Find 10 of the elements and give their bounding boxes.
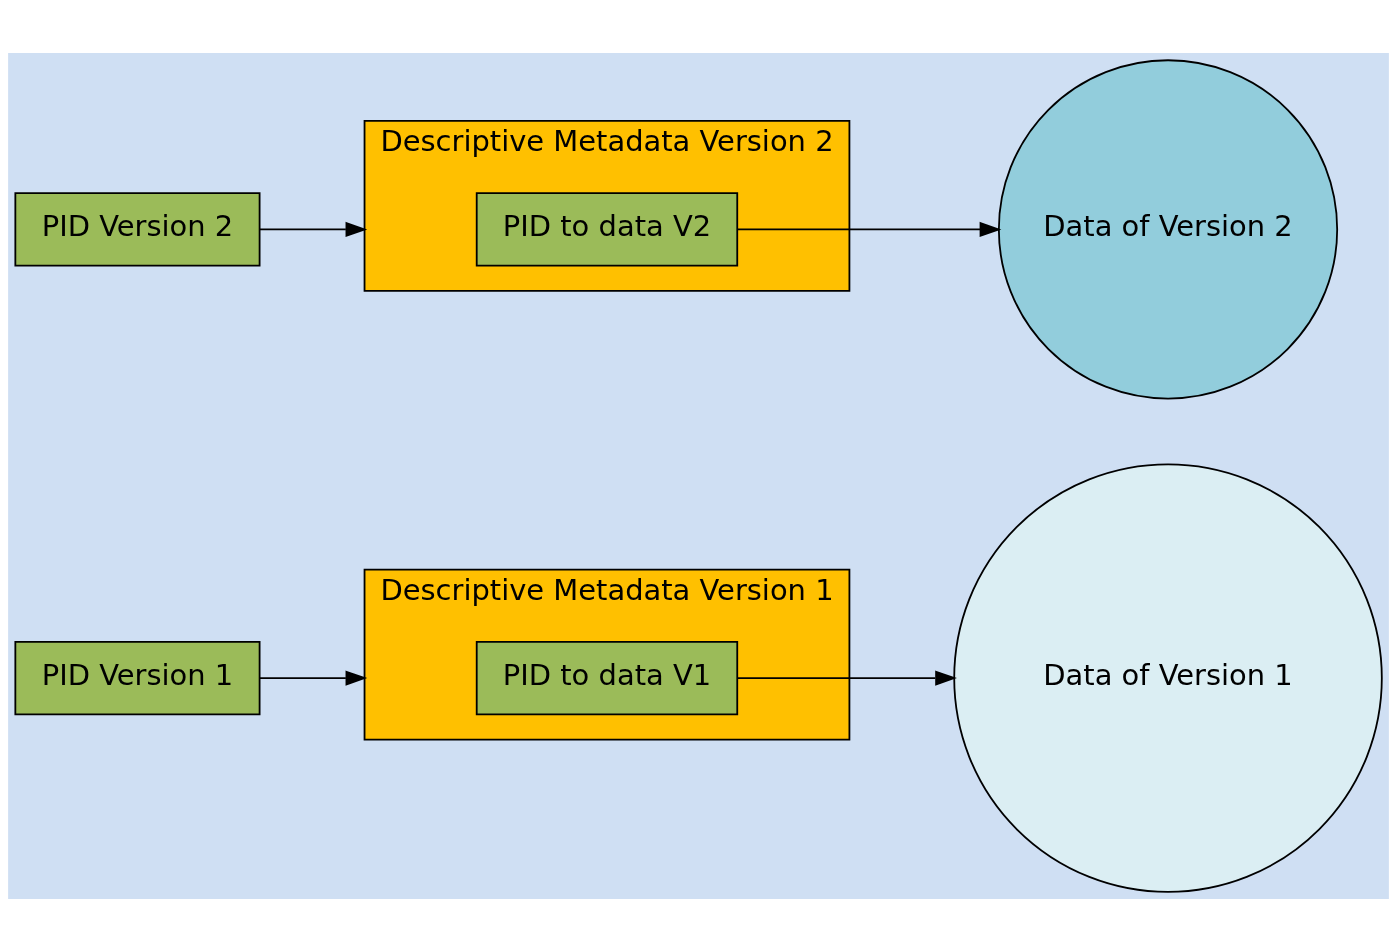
arrow	[736, 670, 957, 686]
node-box: PID to data V2	[475, 191, 739, 266]
node-box: PID Version 1	[14, 640, 261, 715]
arrow	[258, 670, 368, 686]
node-box: PID Version 2	[14, 191, 261, 266]
node-circle: Data of Version 1	[953, 462, 1383, 893]
node-box: PID to data V1	[475, 640, 739, 715]
arrow	[258, 221, 368, 237]
node-circle: Data of Version 2	[997, 58, 1339, 399]
arrow	[736, 221, 1002, 237]
